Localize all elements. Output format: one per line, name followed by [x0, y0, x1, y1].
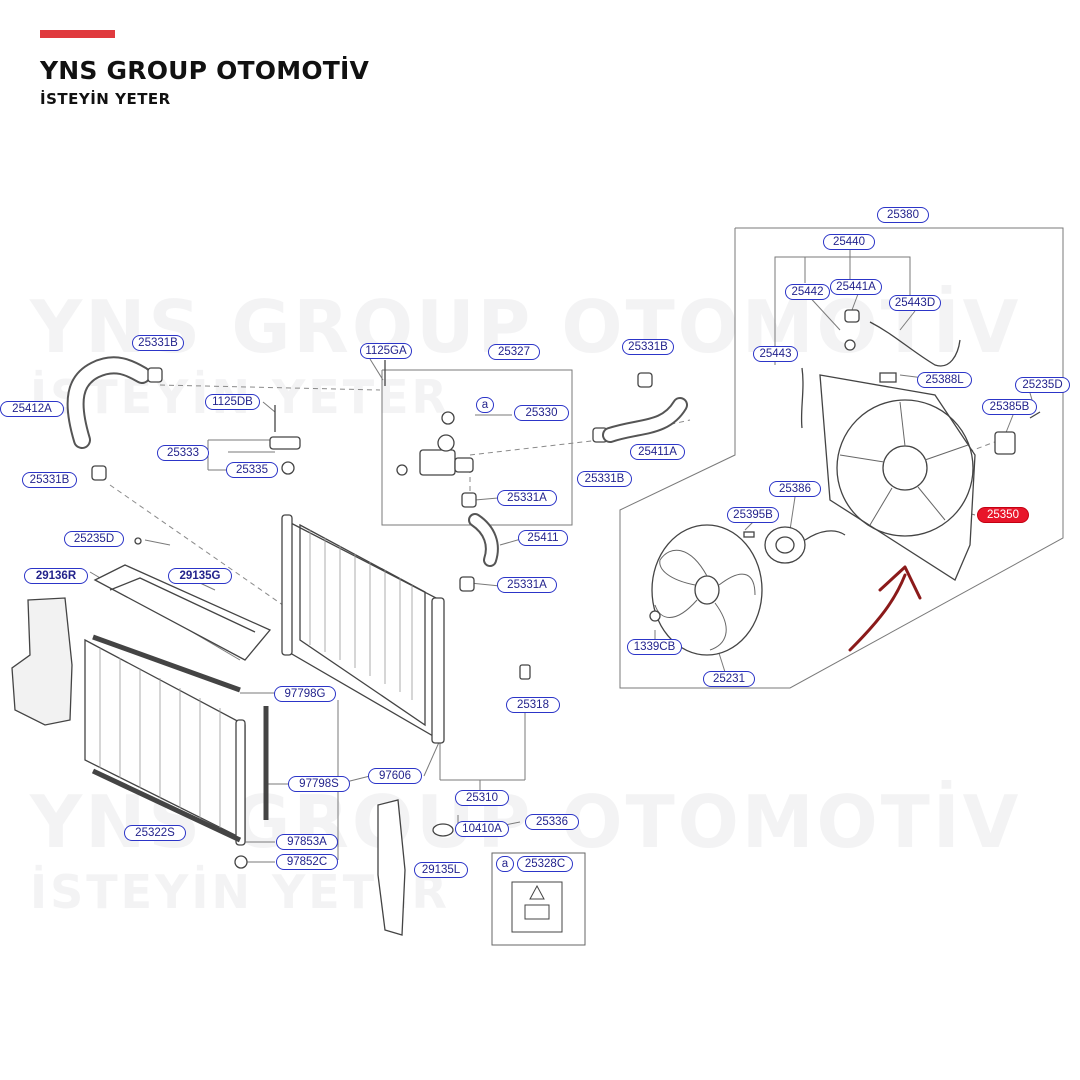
part-label-25331b-top-center: 25331B	[622, 339, 674, 355]
part-label-97798s: 97798S	[288, 776, 350, 792]
caution-label-box	[491, 852, 586, 946]
fan-motor	[743, 526, 846, 564]
part-label-1125ga: 1125GA	[360, 343, 412, 359]
part-label-10410a: 10410A	[455, 821, 509, 837]
part-label-25235d-right: 25235D	[1015, 377, 1070, 393]
part-label-25385b: 25385B	[982, 399, 1037, 415]
part-label-97798g: 97798G	[274, 686, 336, 702]
brand-name: YNS GROUP OTOMOTİV	[40, 56, 370, 85]
part-label-25331b-top-left: 25331B	[132, 335, 184, 351]
part-label-25380: 25380	[877, 207, 929, 223]
part-label-25411a: 25411A	[630, 444, 685, 460]
air-guide-29135g	[93, 564, 272, 661]
reservoir-hoses	[800, 309, 961, 429]
fan-assembly-outline	[619, 227, 1064, 689]
part-label-25386: 25386	[769, 481, 821, 497]
part-label-97852c: 97852C	[276, 854, 338, 870]
radiator-cap	[134, 537, 531, 869]
fan-resistor	[994, 411, 1041, 455]
bracket-25440	[774, 256, 911, 365]
part-label-25331b-center: 25331B	[577, 471, 632, 487]
part-label-25442: 25442	[785, 284, 830, 300]
condenser	[84, 638, 246, 846]
part-label-25318: 25318	[506, 697, 560, 713]
callout-a-label-box: a	[496, 856, 514, 872]
pointer-arrow	[848, 573, 907, 652]
part-label-25411: 25411	[518, 530, 568, 546]
part-label-97606: 97606	[368, 768, 422, 784]
bracket-25333	[269, 360, 386, 475]
part-label-25350-highlighted: 25350	[977, 507, 1029, 523]
part-label-25310: 25310	[455, 790, 509, 806]
inlet-box	[381, 369, 573, 526]
fan-shroud	[819, 374, 976, 581]
part-label-29135l: 29135L	[414, 862, 468, 878]
radiator	[281, 514, 445, 744]
callout-a-inlet: a	[476, 397, 494, 413]
part-label-25231: 25231	[703, 671, 755, 687]
part-label-25331a-upper: 25331A	[497, 490, 557, 506]
nut-1339cb	[649, 610, 661, 622]
part-label-29136r: 29136R	[24, 568, 88, 584]
brand-accent-bar	[40, 30, 115, 38]
part-label-25388l: 25388L	[917, 372, 972, 388]
fan-blade	[651, 524, 763, 656]
part-label-25328c: 25328C	[517, 856, 573, 872]
part-label-25331b-left: 25331B	[22, 472, 77, 488]
part-label-25336: 25336	[525, 814, 579, 830]
part-label-25327: 25327	[488, 344, 540, 360]
part-label-25443: 25443	[753, 346, 798, 362]
air-guide-29136r	[11, 597, 73, 726]
part-label-25322s: 25322S	[124, 825, 186, 841]
part-label-25440: 25440	[823, 234, 875, 250]
part-label-1339cb: 1339CB	[627, 639, 682, 655]
part-label-29135g: 29135G	[168, 568, 232, 584]
part-label-25330: 25330	[514, 405, 569, 421]
seal-strips	[91, 634, 269, 843]
air-guide-29135l	[377, 799, 406, 936]
part-label-97853a: 97853A	[276, 834, 338, 850]
part-label-25235d-left: 25235D	[64, 531, 124, 547]
part-label-25443d: 25443D	[889, 295, 941, 311]
part-label-25331a-lower: 25331A	[497, 577, 557, 593]
part-label-25333: 25333	[157, 445, 209, 461]
part-label-25441a: 25441A	[830, 279, 882, 295]
part-label-25412a: 25412A	[0, 401, 64, 417]
part-label-25335: 25335	[226, 462, 278, 478]
water-inlet-housing	[396, 411, 474, 476]
pointer-arrowhead	[878, 565, 922, 600]
part-label-1125db: 1125DB	[205, 394, 260, 410]
brand-slogan: İSTEYİN YETER	[40, 90, 171, 108]
part-label-25395b: 25395B	[727, 507, 779, 523]
hose-clamps	[91, 367, 653, 592]
